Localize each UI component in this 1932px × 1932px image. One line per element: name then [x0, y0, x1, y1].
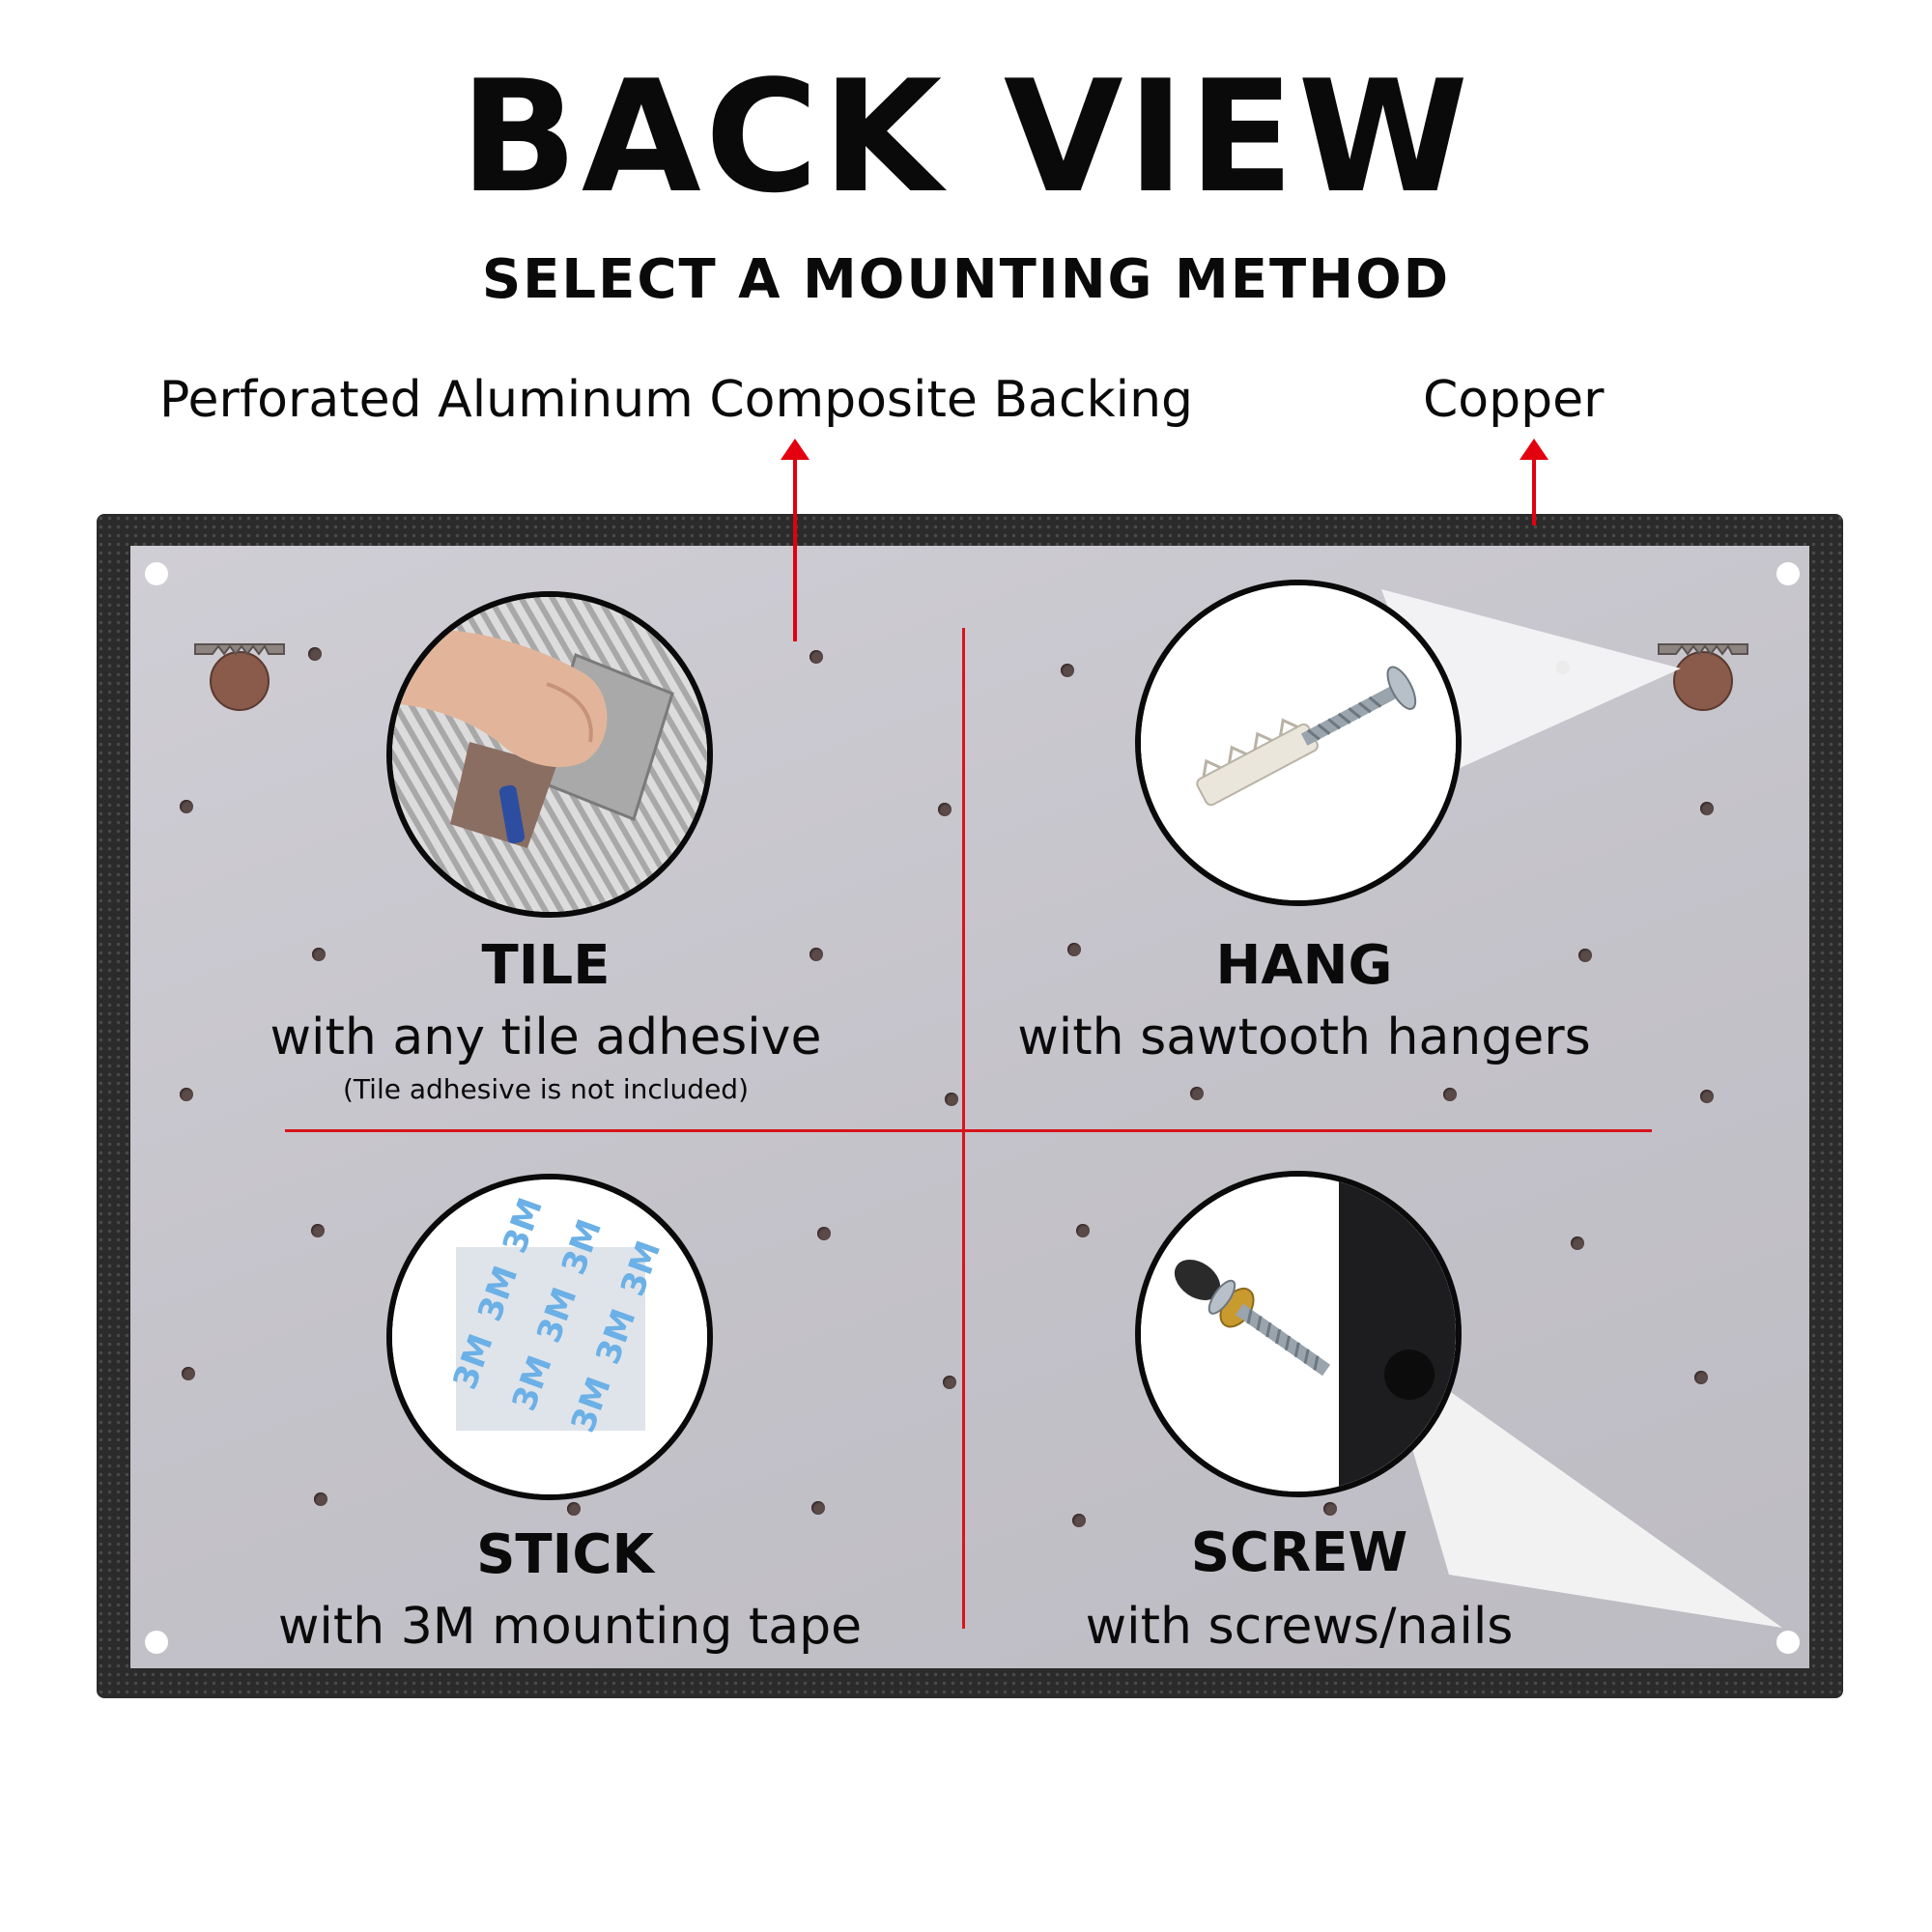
page-title: BACK VIEW	[459, 46, 1473, 227]
perforation-hole	[1571, 1236, 1584, 1250]
corner-hole	[145, 1631, 168, 1654]
perforation-hole	[1443, 1088, 1457, 1101]
perforation-hole	[1578, 949, 1592, 962]
screw-zoom-cone	[1381, 1343, 1782, 1628]
corner-hole	[145, 562, 168, 585]
stick-title: STICK	[476, 1523, 654, 1586]
perforation-hole	[311, 1224, 325, 1237]
perforation-hole	[817, 1227, 831, 1240]
backing-callout-label: Perforated Aluminum Composite Backing	[159, 371, 1194, 429]
page-subtitle: SELECT A MOUNTING METHOD	[481, 248, 1451, 311]
screw-with-cap-image	[1141, 1177, 1456, 1492]
copper-callout-label: Copper	[1423, 371, 1605, 429]
hang-description: with sawtooth hangers	[1017, 1009, 1591, 1066]
screw-image-circle	[1135, 1171, 1462, 1497]
horizontal-divider	[285, 1129, 1652, 1132]
perforation-hole	[1700, 802, 1714, 815]
perforation-hole	[308, 647, 322, 661]
perforation-hole	[1190, 1087, 1204, 1100]
stick-image-circle: 3M 3M 3M 3M 3M 3M 3M 3M 3M	[386, 1174, 713, 1500]
perforation-hole	[811, 1501, 825, 1515]
perforation-hole	[180, 800, 193, 813]
perforation-hole	[567, 1502, 581, 1516]
perforation-hole	[312, 948, 326, 961]
tile-image-circle	[386, 591, 713, 918]
wall-anchor-screw-image	[1141, 585, 1456, 900]
perforation-hole	[1061, 664, 1074, 677]
mounting-tape-image: 3M 3M 3M 3M 3M 3M 3M 3M 3M	[392, 1179, 707, 1494]
perforation-hole	[1700, 1090, 1714, 1103]
perforation-hole	[938, 803, 952, 816]
perforation-hole	[1076, 1224, 1090, 1237]
stick-description: with 3M mounting tape	[277, 1598, 863, 1656]
tile-note: (Tile adhesive is not included)	[343, 1073, 749, 1105]
corner-hole	[1776, 562, 1800, 585]
tile-title: TILE	[481, 934, 611, 997]
screw-description: with screws/nails	[1085, 1598, 1514, 1656]
perforation-hole	[182, 1367, 195, 1380]
backing-arrow-icon	[781, 439, 810, 641]
sawtooth-hanger-icon	[194, 643, 285, 711]
perforation-hole	[943, 1376, 956, 1389]
hang-image-circle	[1135, 580, 1462, 906]
sawtooth-hanger-icon	[1658, 643, 1748, 711]
perforation-hole	[314, 1492, 327, 1506]
perforation-hole	[1323, 1502, 1337, 1516]
perforation-hole	[180, 1088, 193, 1101]
perforation-hole	[945, 1093, 958, 1106]
perforation-hole	[1694, 1371, 1708, 1384]
copper-arrow-icon	[1520, 439, 1548, 526]
perforation-hole	[1072, 1514, 1086, 1527]
corner-hole	[1776, 1631, 1800, 1654]
perforation-hole	[810, 650, 823, 664]
perforation-hole	[810, 948, 823, 961]
perforation-hole	[1067, 943, 1081, 956]
trowel-image	[392, 597, 707, 912]
tile-description: with any tile adhesive	[270, 1009, 822, 1066]
screw-title: SCREW	[1190, 1521, 1408, 1584]
hang-title: HANG	[1215, 934, 1393, 997]
vertical-divider	[962, 628, 965, 1629]
